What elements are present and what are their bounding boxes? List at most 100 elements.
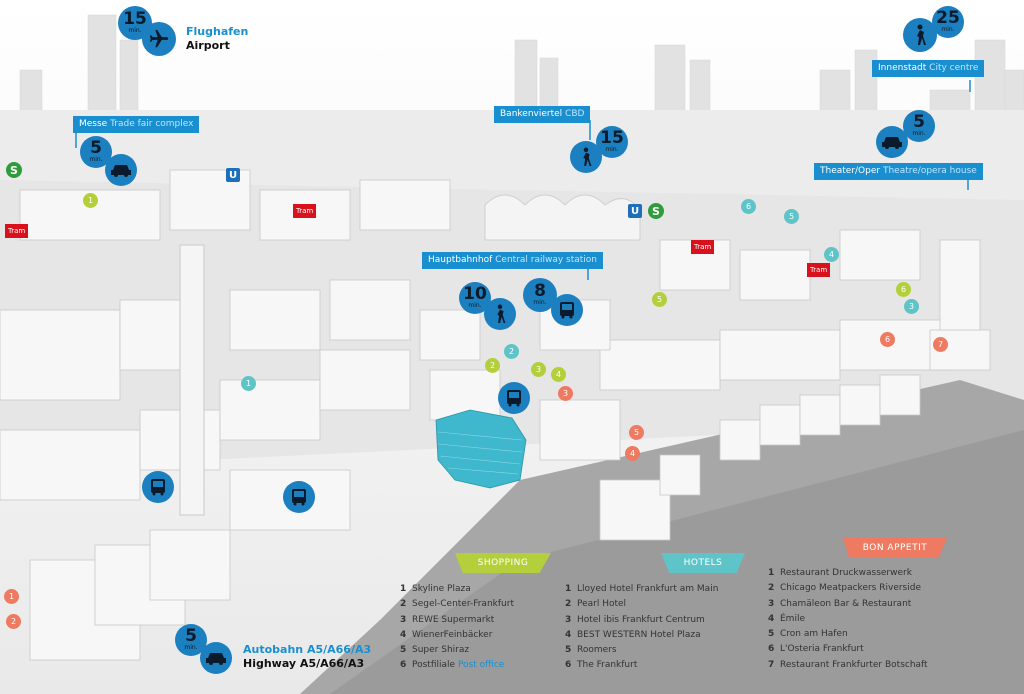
theater-minutes: 5 [913,112,925,132]
shopping-marker[interactable]: 5 [652,292,667,307]
hotel-marker[interactable]: 6 [741,199,756,214]
messe-label: Messe Trade fair complex [73,116,200,133]
city-centre-de: Innenstadt [878,63,927,73]
restaurant-marker[interactable]: 2 [6,614,21,629]
bus-icon-west [142,471,174,503]
theater-min-label: min. [912,130,926,137]
walk-icon-city [903,18,937,52]
autobahn-min-label: min. [184,644,198,651]
messe-en: Trade fair complex [110,119,194,129]
airport-min-label: min. [128,27,142,34]
s-bahn-icon-west: S [6,162,22,178]
airport-headline: Flughafen Airport [186,25,248,53]
station-en: Central railway station [495,255,598,265]
bon-appetit-legend-title: BON APPETIT [843,538,947,558]
airport-en: Airport [186,39,230,52]
s-bahn-icon-station: S [648,203,664,219]
tram-badge-3: Tram [691,240,715,254]
city-centre-label: Innenstadt City centre [872,60,985,77]
station-drive-minutes: 8 [534,281,546,301]
restaurant-marker[interactable]: 6 [880,332,895,347]
hotels-legend-title: HOTELS [661,553,745,573]
cbd-min-label: min. [605,146,619,153]
station-walk-minutes: 10 [463,284,487,304]
bus-icon-south [283,481,315,513]
autobahn-headline: Autobahn A5/A66/A3 Highway A5/A66/A3 [243,643,371,671]
tram-badge-2: Tram [293,204,317,218]
cbd-en: CBD [565,109,585,119]
station-drive-min-label: min. [533,299,547,306]
shopping-marker[interactable]: 6 [896,282,911,297]
bus-icon-station [551,294,583,326]
car-icon-autobahn [200,642,232,674]
shopping-marker[interactable]: 1 [83,193,98,208]
messe-min-label: min. [89,156,103,163]
shopping-marker[interactable]: 2 [485,358,500,373]
restaurant-marker[interactable]: 5 [629,425,644,440]
cbd-label: Bankenviertel CBD [494,106,591,123]
restaurant-marker[interactable]: 3 [558,386,573,401]
airplane-icon [142,22,176,56]
autobahn-de: Autobahn A5/A66/A3 [243,643,372,656]
city-minutes: 25 [936,8,960,28]
car-icon-theater [876,126,908,158]
hotel-marker[interactable]: 5 [784,209,799,224]
hotel-marker[interactable]: 2 [504,344,519,359]
hotel-marker[interactable]: 1 [241,376,256,391]
station-label: Hauptbahnhof Central railway station [422,252,604,269]
autobahn-en: Highway A5/A66/A3 [243,657,365,670]
car-icon-messe [105,154,137,186]
cbd-minutes-badge: 15 min. [596,126,628,158]
restaurant-marker[interactable]: 4 [625,446,640,461]
restaurant-marker[interactable]: 7 [933,337,948,352]
theater-en: Theatre/opera house [882,166,977,176]
shopping-marker[interactable]: 4 [551,367,566,382]
u-bahn-icon-station: U [628,204,642,218]
shopping-legend-title: SHOPPING [455,553,551,573]
hotel-marker[interactable]: 4 [824,247,839,262]
station-walk-min-label: min. [468,302,482,309]
city-centre-en: City centre [929,63,979,73]
city-min-label: min. [941,26,955,33]
tram-badge-1: Tram [5,224,29,238]
theater-de: Theater/Oper [820,166,881,176]
tram-badge-4: Tram [807,263,831,277]
autobahn-minutes: 5 [185,626,197,646]
theater-label: Theater/Oper Theatre/opera house [814,163,983,180]
airport-de: Flughafen [186,25,249,38]
shopping-marker[interactable]: 3 [531,362,546,377]
walk-icon-station [484,298,516,330]
airport-minutes: 15 [123,9,147,29]
city-minutes-badge: 25 min. [932,6,964,38]
u-bahn-icon-west: U [226,168,240,182]
messe-minutes: 5 [90,138,102,158]
theater-minutes-badge: 5 min. [903,110,935,142]
cbd-minutes: 15 [600,128,624,148]
hotel-marker[interactable]: 3 [904,299,919,314]
cbd-de: Bankenviertel [500,109,563,119]
restaurant-marker[interactable]: 1 [4,589,19,604]
bus-icon-center [498,382,530,414]
